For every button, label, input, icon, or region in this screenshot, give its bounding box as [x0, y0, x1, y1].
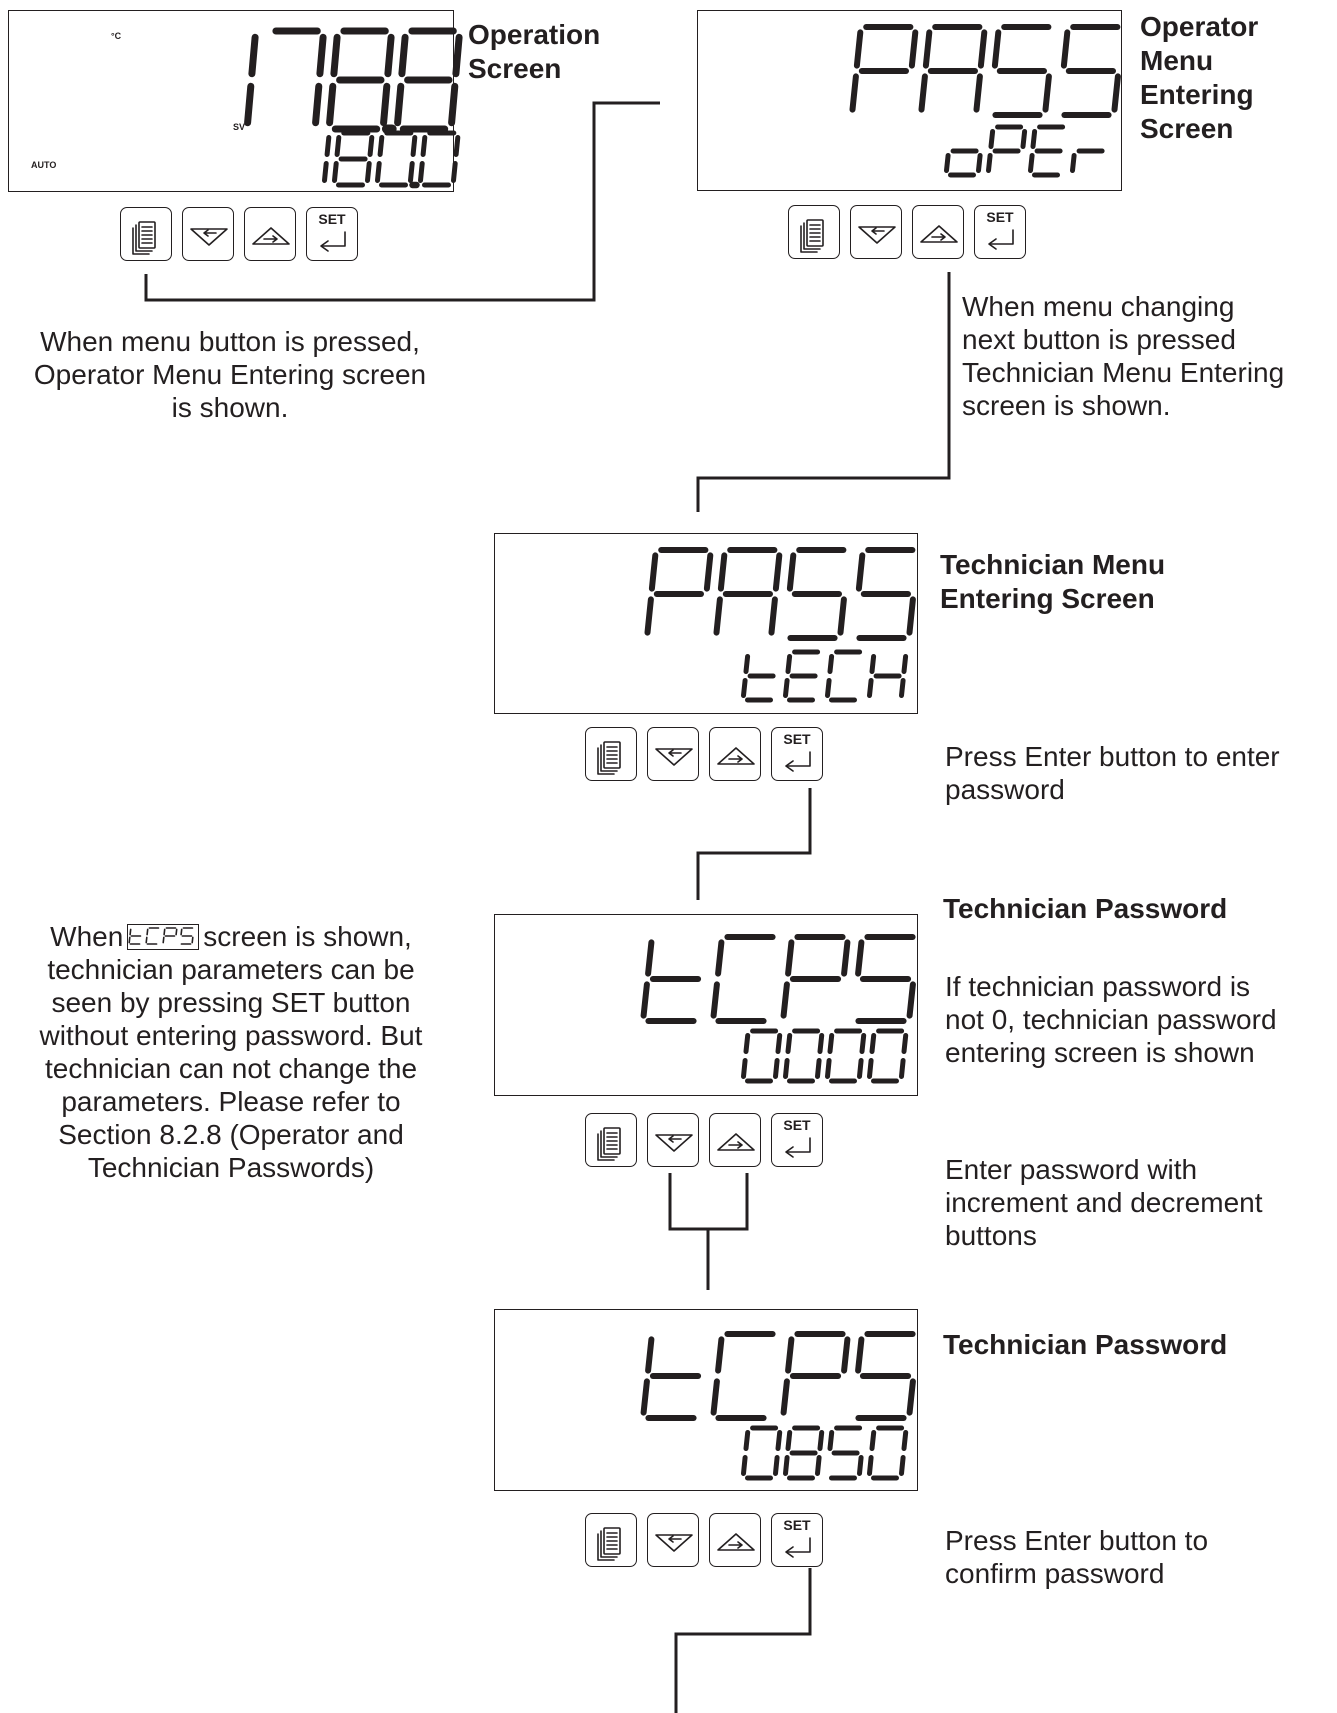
operation-button-row: SET — [120, 207, 380, 263]
enter-arrow-icon — [988, 229, 1014, 250]
increment-arrow-icon — [717, 1533, 755, 1551]
connector-technician-to-password — [696, 788, 812, 900]
set-enter-button[interactable]: SET — [771, 1513, 823, 1567]
menu-button[interactable] — [585, 727, 637, 781]
technician-menu-display — [494, 533, 918, 714]
decrement-button[interactable] — [647, 1513, 699, 1567]
enter-arrow-icon — [785, 1137, 811, 1158]
menu-button[interactable] — [585, 1113, 637, 1167]
decrement-arrow-icon — [655, 1134, 693, 1152]
increment-arrow-icon — [920, 225, 958, 243]
menu-pressed-note: When menu button is pressed, Operator Me… — [33, 326, 427, 423]
operator-menu-title: Operator Menu Entering Screen — [1140, 11, 1259, 144]
enter-arrow-icon — [785, 1537, 811, 1558]
set-value-display — [322, 130, 461, 189]
decrement-arrow-icon — [190, 228, 228, 246]
password-bottom-display-2 — [741, 1425, 909, 1481]
password-top-display-1 — [640, 934, 916, 1024]
increment-button[interactable] — [709, 1513, 761, 1567]
technician-menu-title: Technician Menu Entering Screen — [940, 549, 1166, 614]
increment-button[interactable] — [912, 205, 964, 259]
operator-button-row: SET — [788, 205, 1048, 261]
menu-button[interactable] — [788, 205, 840, 259]
password-top-display-2 — [640, 1331, 916, 1421]
sv-indicator: SV — [233, 122, 246, 132]
set-label: SET — [986, 209, 1014, 225]
technician-password-title-2: Technician Password — [943, 1329, 1228, 1360]
menu-button[interactable] — [120, 207, 172, 261]
increment-arrow-icon — [717, 1133, 755, 1151]
confirm-note: Press Enter button to confirm password — [945, 1525, 1209, 1589]
operator-top-display — [849, 24, 1121, 118]
connector-password-bracket — [668, 1173, 749, 1290]
operation-display: °C SV AUTO — [8, 10, 463, 192]
increment-button[interactable] — [244, 207, 296, 261]
set-enter-button[interactable]: SET — [771, 1113, 823, 1167]
operation-screen-title: Operation Screen — [468, 19, 601, 84]
mode-indicator: AUTO — [31, 160, 57, 170]
password-button-row-1: SET — [585, 1113, 845, 1169]
set-enter-button[interactable]: SET — [771, 727, 823, 781]
decrement-arrow-icon — [655, 748, 693, 766]
set-label: SET — [783, 1517, 811, 1533]
increment-button[interactable] — [709, 727, 761, 781]
decrement-button[interactable] — [647, 1113, 699, 1167]
increment-arrow-icon — [252, 227, 290, 245]
tcps-inline-display — [127, 924, 200, 950]
decrement-button[interactable] — [647, 727, 699, 781]
technician-password-display-1 — [494, 914, 918, 1096]
connector-menu-to-operator — [144, 101, 660, 302]
next-pressed-note: When menu changing next button is presse… — [962, 291, 1285, 421]
menu-button[interactable] — [585, 1513, 637, 1567]
connector-password-confirm — [674, 1568, 812, 1713]
operator-bottom-display — [944, 124, 1105, 178]
decrement-button[interactable] — [182, 207, 234, 261]
technician-button-row: SET — [585, 727, 845, 783]
increment-button[interactable] — [709, 1113, 761, 1167]
menu-pages-icon — [597, 741, 621, 775]
technician-password-title-1: Technician Password — [943, 893, 1228, 924]
menu-pages-icon — [597, 1127, 621, 1161]
technician-bottom-display — [741, 649, 909, 703]
set-enter-button[interactable]: SET — [306, 207, 358, 261]
operator-menu-display — [697, 10, 1122, 191]
enter-with-note: Enter password with increment and decrem… — [945, 1154, 1263, 1251]
decrement-button[interactable] — [850, 205, 902, 259]
password-bottom-display-1 — [741, 1028, 909, 1084]
menu-pages-icon — [800, 219, 824, 253]
set-label: SET — [783, 731, 811, 747]
technician-password-display-2 — [494, 1309, 918, 1491]
menu-pages-icon — [132, 221, 156, 255]
technician-top-display — [644, 547, 916, 641]
decrement-arrow-icon — [858, 226, 896, 244]
decrement-arrow-icon — [655, 1534, 693, 1552]
not-zero-note: If technician password is not 0, technic… — [945, 971, 1277, 1068]
set-enter-button[interactable]: SET — [974, 205, 1026, 259]
set-label: SET — [318, 211, 346, 227]
set-label: SET — [783, 1117, 811, 1133]
unit-indicator: °C — [111, 31, 122, 41]
menu-pages-icon — [597, 1527, 621, 1561]
press-enter-note: Press Enter button to enter password — [945, 741, 1280, 805]
connector-operator-to-technician — [696, 272, 951, 512]
enter-arrow-icon — [785, 751, 811, 772]
password-button-row-2: SET — [585, 1513, 845, 1569]
increment-arrow-icon — [717, 747, 755, 765]
process-value-display — [244, 27, 463, 134]
enter-arrow-icon — [320, 231, 346, 252]
